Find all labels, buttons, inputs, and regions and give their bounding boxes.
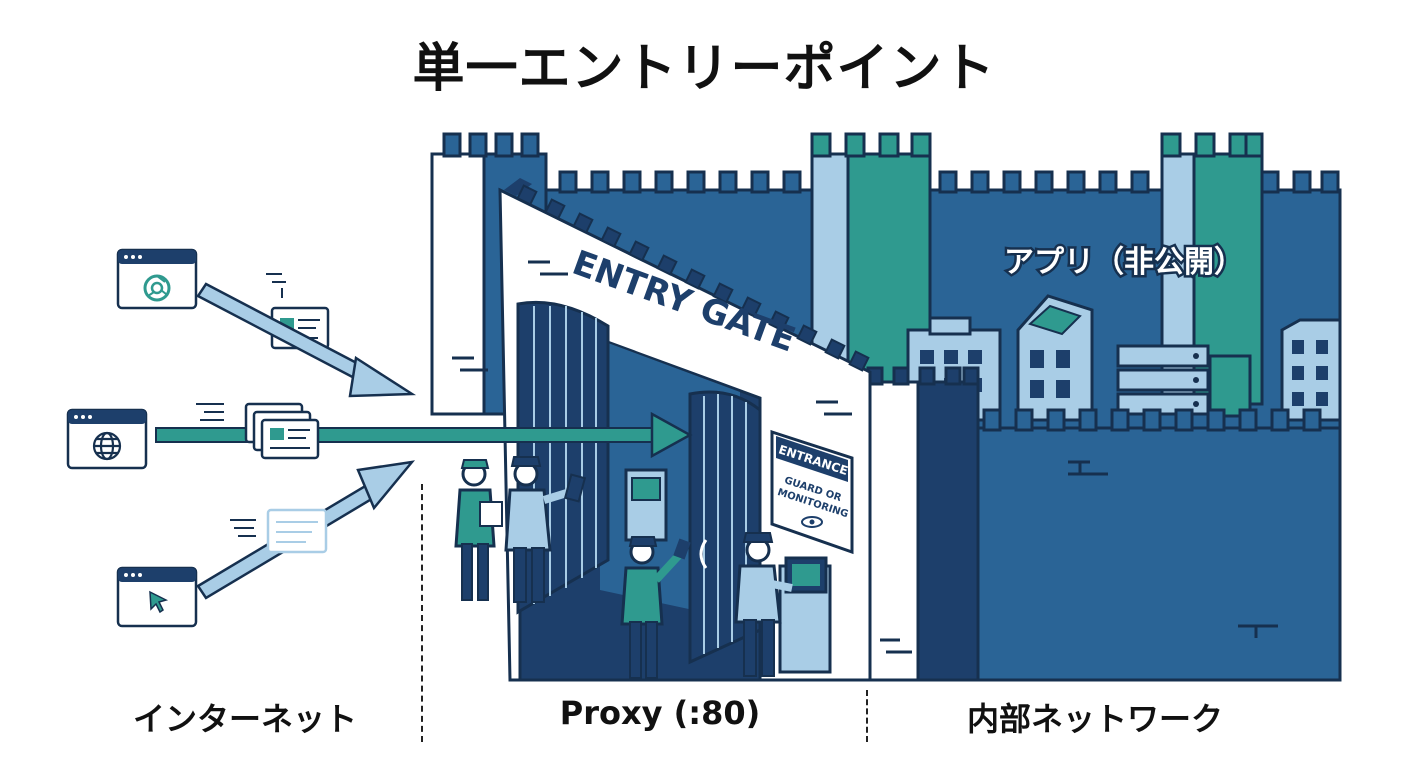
divider-proxy-internal: [866, 690, 868, 742]
browser-window-chrome: [116, 248, 198, 310]
request-cards-stack: [196, 402, 320, 460]
browser-window-globe: [66, 408, 148, 470]
eye-icon: [801, 516, 823, 528]
kiosk-terminal-front: [778, 556, 832, 674]
label-proxy: Proxy (:80): [559, 694, 761, 732]
entrance-sign: ENTRANCE GUARD OR MONITORING: [770, 429, 854, 555]
arrow-from-browser-1: [196, 282, 417, 398]
castle-front-wall: [918, 408, 1342, 682]
security-guard-2: [734, 532, 793, 677]
app-building-2: [1016, 294, 1094, 422]
chrome-icon: [143, 274, 171, 302]
label-internal-network: 内部ネットワーク: [966, 700, 1223, 738]
staff-with-clipboard: [454, 459, 503, 601]
app-building-3: [1280, 318, 1342, 422]
globe-icon: [92, 431, 122, 461]
apps-private-label: アプリ（非公開）: [1004, 245, 1244, 280]
request-card-bottom: [230, 508, 328, 554]
kiosk-terminal-back: [624, 468, 668, 542]
security-guard-1: [504, 456, 587, 603]
label-internet: インターネット: [132, 700, 357, 738]
divider-internet-proxy: [421, 484, 423, 742]
page-title: 単一エントリーポイント: [412, 39, 996, 99]
cursor-icon: [149, 590, 169, 614]
browser-window-cursor: [116, 566, 198, 628]
gate-tower-right: [866, 366, 980, 682]
visitor: [620, 536, 691, 679]
server-rack: [1116, 344, 1252, 418]
